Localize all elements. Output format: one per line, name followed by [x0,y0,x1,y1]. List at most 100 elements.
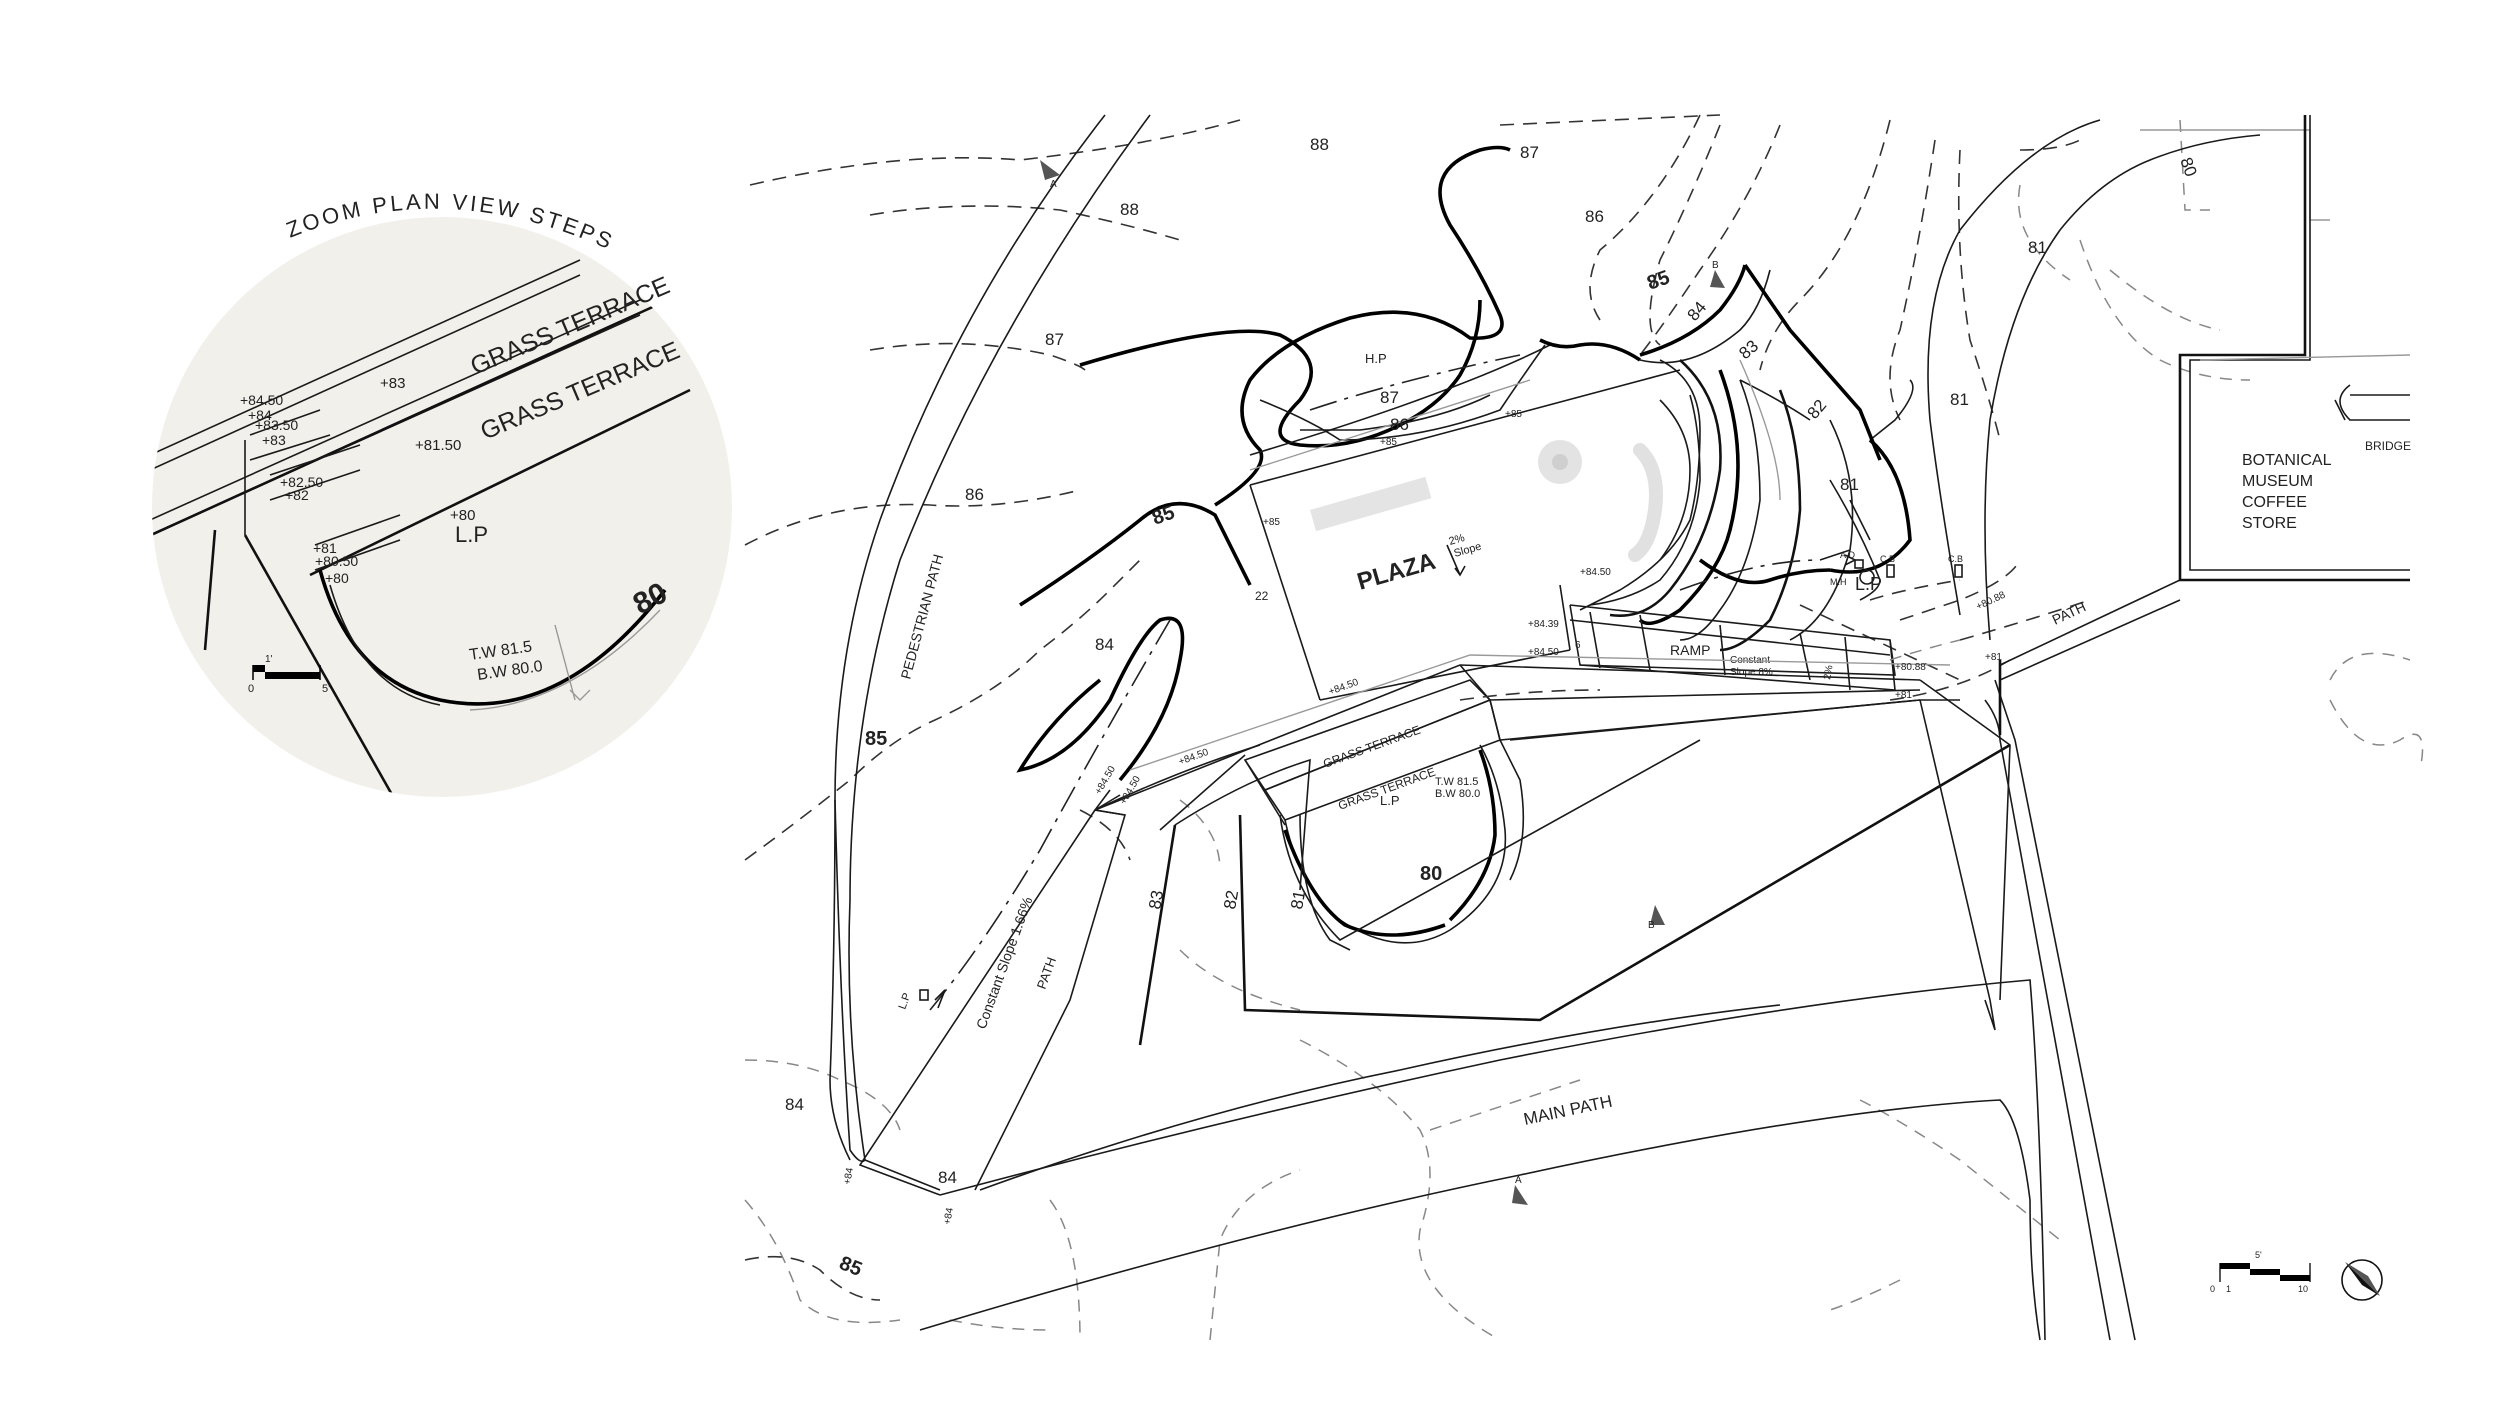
svg-text:STORE: STORE [2242,515,2297,532]
bottom-wall-label: B.W 80.0 [1435,788,1480,800]
low-point-label-2: L.P [1855,574,1882,594]
svg-text:0: 0 [2210,1284,2215,1294]
main-path-label: MAIN PATH [1522,1092,1614,1129]
svg-text:+84: +84 [842,1166,856,1185]
contour-label-85c: 85 [865,728,887,750]
svg-text:5': 5' [322,683,330,695]
svg-text:+84.39: +84.39 [1528,619,1559,630]
road-edge-west [1927,119,2101,616]
zoom-circle [152,217,732,797]
contour-label-88a: 88 [1310,135,1329,154]
contour-label-88b: 88 [1120,200,1139,219]
svg-text:+81: +81 [1985,652,2002,663]
path-left [858,794,1121,1196]
museum-outline [2178,115,2410,582]
ramp-two-pct: 2% [1822,664,1835,680]
svg-text:B: B [1712,260,1719,271]
top-wall-label: T.W 81.5 [1435,776,1478,788]
contour-label-86c: 86 [1390,415,1409,434]
contour-label-84d: 84 [938,1168,957,1187]
zoom-spot-82: +82 [285,487,309,503]
contour-84-proposed [1016,616,1185,782]
path-label-1: PATH [1034,955,1059,991]
low-point-label-3: L.P [897,991,914,1011]
contour-label-80b: 80 [1420,863,1442,885]
svg-text:+84.50: +84.50 [1528,647,1559,658]
section-marker-a: A [1040,160,1060,190]
svg-text:+85: +85 [1505,409,1522,420]
svg-text:1: 1 [2226,1284,2231,1294]
svg-text:A: A [1050,179,1057,190]
zoom-level-80: +80 [450,507,475,524]
svg-text:+85: +85 [1380,437,1397,448]
svg-text:MUSEUM: MUSEUM [2242,473,2313,490]
contour-85-proposed [1019,145,1511,607]
scale-bar: 0 1 5' 10 [2210,1250,2311,1294]
plaza-label: PLAZA [1354,548,1438,596]
svg-text:0: 0 [248,683,254,695]
contour-label-86a: 86 [1585,207,1604,226]
bridge-label: BRIDGE [2365,439,2411,453]
svg-text:COFFEE: COFFEE [2242,494,2307,511]
plaza-bench [1310,476,1432,532]
catch-basin-icon [1886,564,1895,578]
contour-label-81a: 81 [1840,475,1859,494]
contour-88 [749,119,1241,186]
main-plan: PLAZA 2% Slope 22 RAMP Constant Slope 8%… [744,114,2424,1341]
zoom-level-83: +83 [380,375,405,392]
svg-text:+84: +84 [942,1206,956,1225]
plaza-slope-pct: 2% [1448,532,1467,548]
zoom-spot-84: +84 [248,407,272,423]
plaza: PLAZA 2% Slope 22 [1249,369,1701,701]
contour-label-85d: 85 [836,1252,865,1281]
svg-text:A: A [1515,1175,1522,1186]
contour-label-81b: 81 [1950,390,1969,409]
pedestrian-path-edge-east [848,114,1151,1161]
zoom-scale-bar: 1' 0 5' [248,654,330,695]
botanical-museum-label: BOTANICAL MUSEUM COFFEE STORE [2242,452,2332,532]
north-arrow-icon [2341,1259,2383,1301]
spot-levels: +85 +85 +85 +84.50 +84.39 +84.50 +84.50 … [842,409,2008,1226]
zoom-spot-8450: +84.50 [240,392,283,408]
grass-terrace-label-1: GRASS TERRACE [1321,723,1422,771]
svg-text:5': 5' [2255,1250,2262,1260]
low-point-label: L.P [1380,793,1400,808]
ramp-label: RAMP [1670,642,1710,658]
contour-label-82b: 82 [1220,889,1242,911]
svg-text:10: 10 [2298,1284,2308,1294]
path-edge-east [1994,679,2136,1341]
contour-label-80a: 80 [2176,155,2200,179]
plaza-dim-22: 22 [1255,589,1269,603]
zoom-spot-83: +83 [262,432,286,448]
section-marker-a-south: A [1512,1175,1528,1205]
contour-label-87a: 87 [1520,143,1539,162]
zoom-spot-8050: +80.50 [315,553,358,569]
zoom-spot-8250: +82.50 [280,474,323,490]
manhole-icon [1859,569,1875,585]
pedestrian-path-edge-west [829,114,1106,1161]
svg-text:+81: +81 [1895,690,1912,701]
road-edge-east [1984,134,2261,641]
lawn-edge-south [1238,743,2011,1022]
catch-basin-label: C.B [1880,554,1895,564]
contour-label-87b: 87 [1045,330,1064,349]
svg-text:B: B [1648,920,1655,931]
contour-label-86b: 86 [965,485,984,504]
contour-label-87c: 87 [1380,388,1399,407]
high-point-label: H.P [1365,351,1387,366]
plaza-curved-bench [1628,443,1663,562]
drainage-line [929,619,1171,1011]
drain-icon-path [919,989,929,1001]
catch-basin-label-2: C.B [1948,554,1963,564]
svg-text:+84.50: +84.50 [1580,567,1611,578]
manhole-label: M.H [1830,577,1847,587]
zoom-spot-80: +80 [325,570,349,586]
contour-label-83b: 83 [1145,889,1167,911]
svg-text:+84.50: +84.50 [1093,764,1118,797]
svg-text:1': 1' [265,654,273,665]
svg-text:+80.88: +80.88 [1975,590,2008,613]
section-marker-b-lawn: B [1648,905,1665,931]
catch-basin-icon-2 [1954,564,1963,578]
zoom-level-8150: +81.50 [415,437,461,454]
